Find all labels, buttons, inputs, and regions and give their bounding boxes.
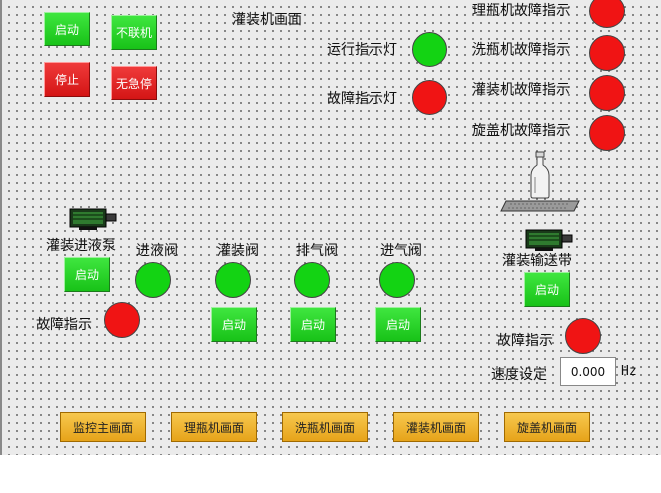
exhaust-valve-lamp — [294, 262, 330, 298]
valve-label-air: 进气阀 — [380, 243, 422, 259]
conveyor-label: 灌装输送带 — [502, 253, 572, 269]
page-title: 灌装机画面 — [232, 12, 302, 28]
fault-indicator-label: 故障指示灯 — [327, 91, 397, 107]
stop-button[interactable]: 停止 — [44, 62, 90, 97]
bottle-icon — [530, 151, 550, 199]
no-estop-button[interactable]: 无急停 — [111, 66, 157, 100]
air-valve-start-button[interactable]: 启动 — [375, 307, 421, 342]
capper-fault-lamp — [589, 115, 625, 151]
nav-filler-screen[interactable]: 灌装机画面 — [393, 412, 479, 442]
nav-capper-screen[interactable]: 旋盖机画面 — [504, 412, 590, 442]
washer-fault-lamp — [589, 35, 625, 71]
air-valve-lamp — [379, 262, 415, 298]
sorter-fault-lamp — [589, 0, 625, 28]
sorter-fault-label: 理瓶机故障指示 — [472, 3, 570, 19]
conveyor-start-button[interactable]: 启动 — [524, 272, 570, 307]
filler-fault-label: 灌装机故障指示 — [472, 82, 570, 98]
speed-setting-label: 速度设定 — [491, 367, 547, 383]
nav-washer-screen[interactable]: 洗瓶机画面 — [282, 412, 368, 442]
fill-valve-lamp — [215, 262, 251, 298]
valve-label-inlet: 进液阀 — [136, 243, 178, 259]
speed-unit-label: Hz — [621, 364, 637, 379]
exhaust-valve-start-button[interactable]: 启动 — [290, 307, 336, 342]
run-indicator-lamp — [412, 32, 447, 67]
capper-fault-label: 旋盖机故障指示 — [472, 123, 570, 139]
conveyor-fault-label: 故障指示 — [497, 333, 553, 349]
nav-monitor-main[interactable]: 监控主画面 — [60, 412, 146, 442]
offline-button[interactable]: 不联机 — [111, 15, 157, 50]
pump-label: 灌装进液泵 — [46, 238, 116, 254]
nav-sorter-screen[interactable]: 理瓶机画面 — [171, 412, 257, 442]
valve-label-exhaust: 排气阀 — [296, 243, 338, 259]
start-button[interactable]: 启动 — [44, 12, 90, 46]
run-indicator-label: 运行指示灯 — [327, 42, 397, 58]
speed-input[interactable]: 0.000 — [560, 357, 616, 386]
inlet-valve-lamp — [135, 262, 171, 298]
valve-label-fill: 灌装阀 — [217, 243, 259, 259]
filler-fault-lamp — [589, 75, 625, 111]
washer-fault-label: 洗瓶机故障指示 — [472, 42, 570, 58]
pump-fault-lamp — [104, 302, 140, 338]
conveyor-belt-graphic — [500, 200, 580, 212]
hmi-screen: 启动 不联机 停止 无急停 灌装机画面 运行指示灯 故障指示灯 理瓶机故障指示 … — [0, 0, 661, 455]
pump-start-button[interactable]: 启动 — [64, 257, 110, 292]
pump-fault-label: 故障指示 — [36, 317, 92, 333]
fill-valve-start-button[interactable]: 启动 — [211, 307, 257, 342]
fault-indicator-lamp — [412, 80, 447, 115]
pump-motor-icon — [69, 208, 117, 230]
conveyor-fault-lamp — [565, 318, 601, 354]
conveyor-motor-icon — [525, 229, 573, 251]
